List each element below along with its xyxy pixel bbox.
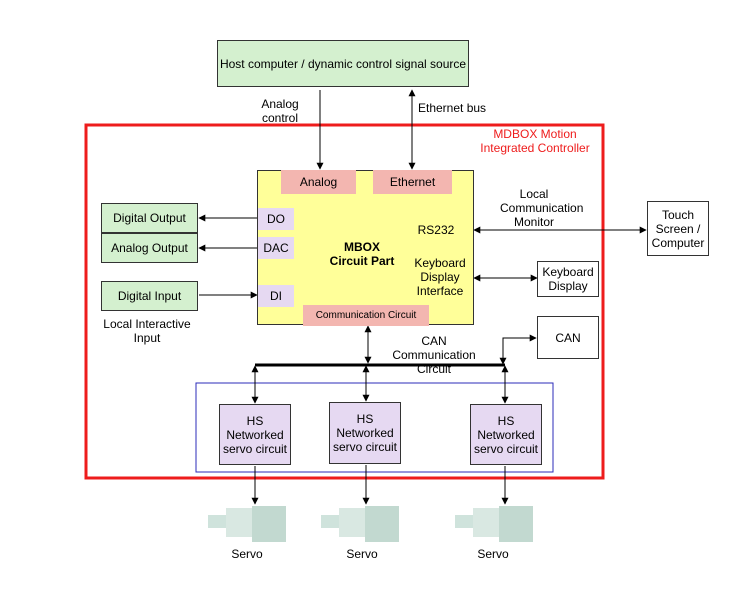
touch-screen-box: Touch Screen / Computer xyxy=(647,201,709,256)
di-port-label: DI xyxy=(270,289,282,303)
keyboard-interface-label: Keyboard Display Interface xyxy=(414,256,466,298)
analog-control-label: Analog control xyxy=(261,97,299,125)
controller-title: MDBOX Motion Integrated Controller xyxy=(480,127,590,155)
analog-port-label: Analog xyxy=(299,175,338,189)
local-input-label: Local Interactive Input xyxy=(103,317,191,345)
ethernet-bus-label: Ethernet bus xyxy=(418,101,487,115)
analog-output-box: Analog Output xyxy=(101,233,198,263)
local-comm-label: Local Communication Monitor xyxy=(500,187,584,229)
controller-boundary xyxy=(84,123,605,480)
can-label: CAN xyxy=(555,330,581,345)
servo-card-label: HS Networked servo circuit xyxy=(222,413,287,456)
comm-port-label: Communication Circuit xyxy=(315,309,417,321)
servo-label: Servo xyxy=(231,547,263,561)
servo-label: Servo xyxy=(477,547,509,561)
servo-circuit-card: HS Networked servo circuit xyxy=(219,404,291,465)
servo-circuit-card: HS Networked servo circuit xyxy=(329,402,401,464)
analog-output-label: Analog Output xyxy=(111,241,188,255)
digital-output-label: Digital Output xyxy=(113,211,186,225)
analog-port: Analog xyxy=(281,170,356,194)
mbox-title: MBOX Circuit Part xyxy=(329,240,395,268)
can-box-arrow xyxy=(499,334,537,365)
do-port: DO xyxy=(258,208,294,230)
can-box: CAN xyxy=(537,316,599,359)
touch-screen-label: Touch Screen / Computer xyxy=(651,207,705,250)
digital-output-box: Digital Output xyxy=(101,203,198,233)
dac-port: DAC xyxy=(258,237,294,259)
servo-label: Servo xyxy=(346,547,378,561)
keyboard-display-label: Keyboard Display xyxy=(542,265,594,293)
servo-network-frame xyxy=(195,382,554,473)
ethernet-port: Ethernet xyxy=(373,170,452,194)
dac-port-label: DAC xyxy=(263,241,289,255)
communication-circuit-port: Communication Circuit xyxy=(303,305,429,326)
rs232-label: RS232 xyxy=(417,223,455,237)
servo-card-label: HS Networked servo circuit xyxy=(332,412,397,454)
host-label: Host computer / dynamic control signal s… xyxy=(219,56,467,71)
digital-input-label: Digital Input xyxy=(117,289,182,303)
servo-circuit-card: HS Networked servo circuit xyxy=(470,404,542,465)
digital-input-box: Digital Input xyxy=(101,281,198,311)
ethernet-port-label: Ethernet xyxy=(389,175,436,189)
servo-card-label: HS Networked servo circuit xyxy=(473,413,538,456)
host-computer-box: Host computer / dynamic control signal s… xyxy=(217,40,469,87)
keyboard-display-box: Keyboard Display xyxy=(537,261,599,297)
do-port-label: DO xyxy=(267,212,285,226)
can-circuit-label: CAN Communication Circuit xyxy=(392,334,476,376)
di-port: DI xyxy=(258,285,294,307)
